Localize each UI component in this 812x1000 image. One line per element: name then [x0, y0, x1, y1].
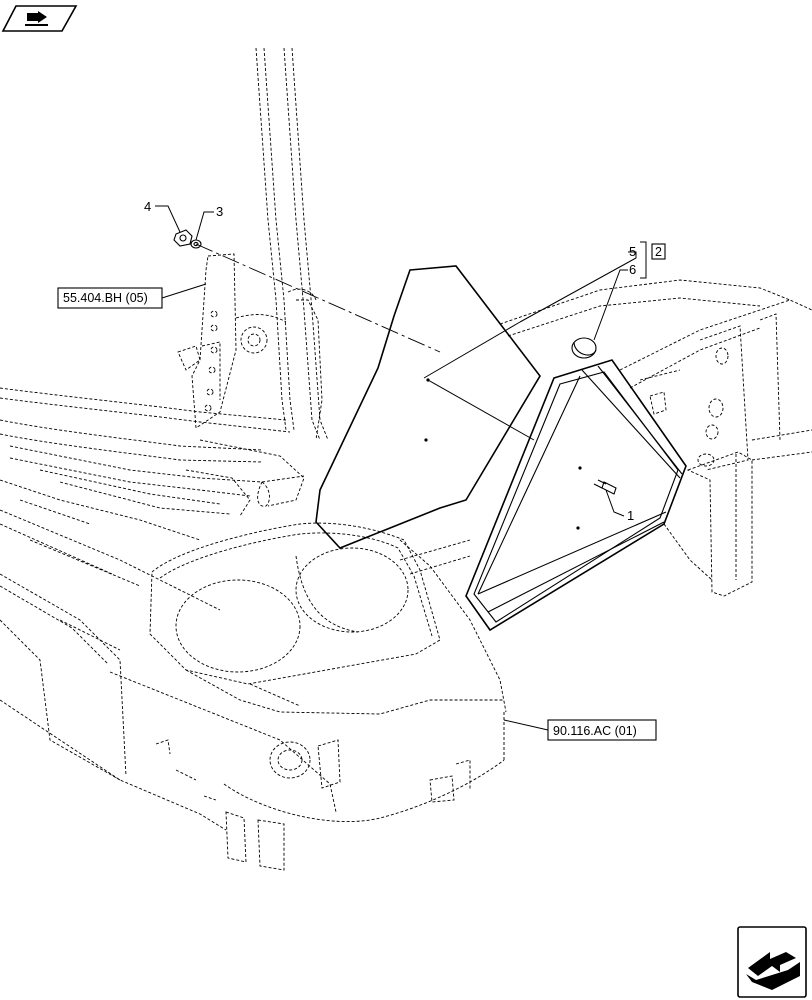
- quantity-box-2: 2: [655, 245, 662, 259]
- cab-pillar: [235, 47, 329, 441]
- callout-item-6: 6: [629, 262, 636, 277]
- cab-frame: [0, 387, 305, 611]
- reference-55404[interactable]: 55.404.BH (05): [57, 287, 163, 309]
- mounting-bracket: [177, 253, 237, 429]
- reference-90116[interactable]: 90.116.AC (01): [547, 719, 657, 741]
- book-arrow-icon[interactable]: [1, 5, 78, 32]
- callout-item-1: 1: [627, 508, 634, 523]
- round-cap: [571, 337, 597, 359]
- callout-item-5: 5: [629, 244, 636, 259]
- callout-item-3: 3: [216, 204, 223, 219]
- front-console: [0, 479, 507, 871]
- group-bracket: [640, 241, 666, 279]
- next-page-arrow-icon[interactable]: [737, 926, 807, 998]
- reference-90116-label: 90.116.AC (01): [553, 724, 637, 738]
- smv-mounting-plate: [315, 265, 541, 549]
- callout-item-4: 4: [144, 199, 151, 214]
- mounting-axis-line: [195, 243, 441, 353]
- reference-55404-label: 55.404.BH (05): [63, 291, 148, 305]
- cab-right-wall: [399, 279, 812, 597]
- leader-lines: [155, 205, 637, 731]
- nut-and-washer: [173, 229, 202, 249]
- smv-screw: [593, 479, 617, 495]
- smv-emblem: [465, 359, 687, 632]
